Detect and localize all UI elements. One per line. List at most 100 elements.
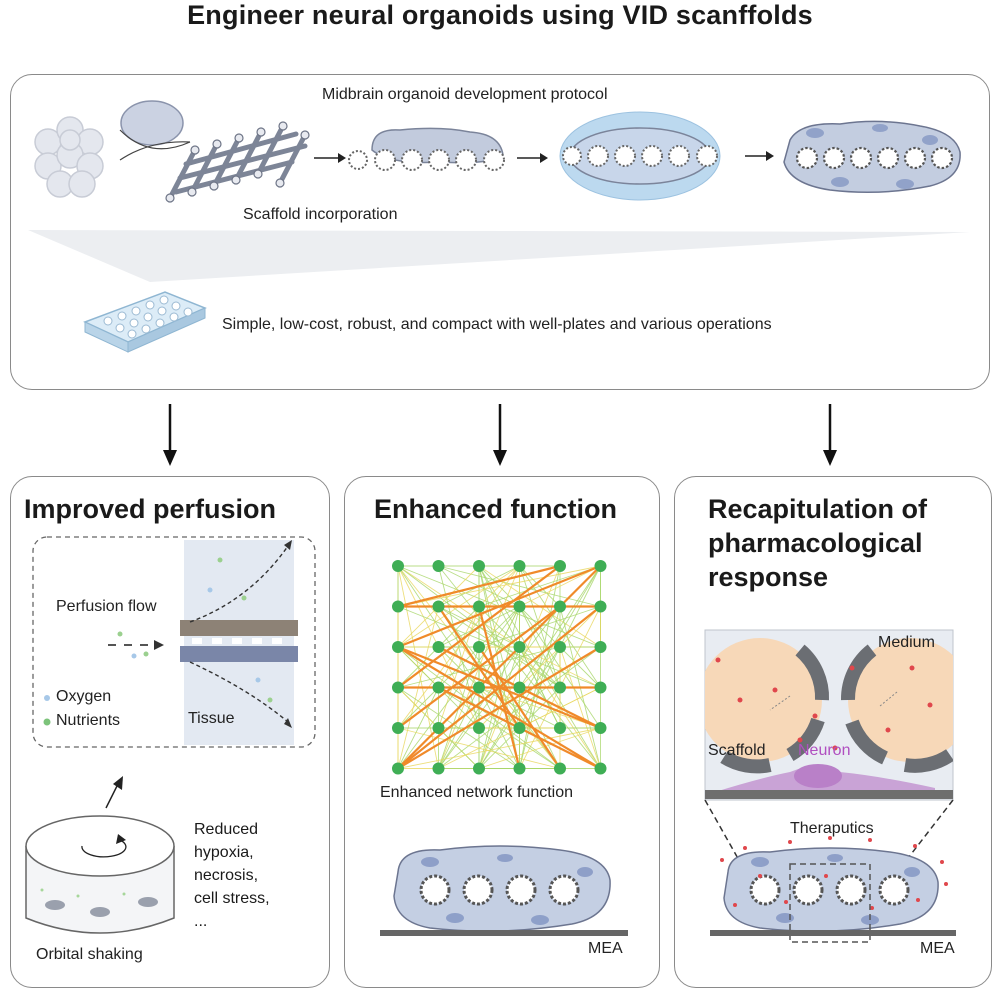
mature-organoid — [783, 120, 961, 193]
nutrients-marker — [43, 718, 51, 726]
network-edge — [397, 646, 439, 688]
network-node — [554, 600, 566, 613]
protocol-label: Midbrain organoid development protocol — [322, 86, 608, 103]
summary-label: Simple, low-cost, robust, and compact wi… — [222, 316, 772, 333]
arrow-down-icon — [493, 404, 507, 466]
figure-title: Engineer neural organoids using VID scan… — [187, 0, 813, 30]
reduced-line: ... — [194, 913, 208, 930]
network-edge — [438, 727, 480, 769]
perfusion-flow-label: Perfusion flow — [56, 598, 157, 615]
network-edge-strong — [397, 565, 602, 770]
network-node — [554, 560, 566, 572]
network-edge-strong — [437, 605, 521, 729]
function-title: Enhanced function — [374, 494, 617, 524]
scaffold-incorporation-label: Scaffold incorporation — [243, 206, 398, 223]
network-node — [594, 641, 607, 653]
network-node — [594, 560, 607, 572]
network-node — [473, 641, 485, 653]
network-edge-strong — [397, 564, 601, 649]
pharma-title-line: Recapitulation of — [708, 494, 928, 524]
network-node — [392, 641, 404, 653]
network-node — [594, 762, 607, 775]
network-edge-strong — [477, 606, 521, 769]
network-node — [392, 722, 404, 734]
network-edge — [519, 565, 601, 607]
oxygen-label: Oxygen — [56, 688, 112, 705]
network-node — [513, 560, 526, 572]
nutrients-label: Nutrients — [56, 712, 121, 729]
network-node — [473, 681, 485, 694]
network-edge — [397, 565, 601, 607]
network-edge — [397, 565, 480, 688]
arrow-down-icon — [823, 404, 837, 466]
network-node — [473, 560, 485, 572]
orbital-shaker-icon — [25, 815, 175, 934]
reduced-list: Reduced hypoxia, necrosis, cell stress, … — [194, 818, 270, 933]
tissue-label: Tissue — [188, 710, 235, 727]
pharma-title: Recapitulation of pharmacological respon… — [708, 492, 927, 594]
network-edge — [478, 565, 601, 607]
network-node — [392, 600, 404, 613]
network-edge-strong — [478, 646, 561, 770]
network-node — [473, 762, 485, 775]
scaffold-sheet-icon — [120, 100, 184, 146]
network-function-label: Enhanced network function — [380, 784, 574, 801]
network-node — [432, 641, 445, 653]
network-node — [432, 681, 445, 694]
network-node — [432, 762, 445, 775]
network-node — [554, 762, 566, 775]
cell-cluster-icon — [34, 116, 104, 198]
reduced-line: necrosis, — [194, 867, 259, 884]
network-edge — [397, 727, 601, 769]
arrow-right-icon — [517, 153, 548, 163]
medium-label: Medium — [878, 634, 935, 651]
oxygen-marker — [44, 695, 50, 701]
pharma-title-line: response — [708, 562, 829, 592]
perfusion-title: Improved perfusion — [24, 494, 277, 524]
network-edge — [519, 687, 561, 729]
network-node — [594, 600, 607, 613]
network-node — [392, 762, 404, 775]
mea-label-2: MEA — [920, 940, 955, 957]
protocol-illustration — [28, 100, 970, 466]
scaffold-label: Scaffold — [708, 742, 766, 759]
network-node — [594, 722, 607, 734]
network-node — [432, 722, 445, 734]
network-edge — [438, 606, 480, 648]
network-node — [392, 681, 404, 694]
network-node — [392, 560, 404, 572]
scaffold-lattice-icon — [167, 123, 308, 201]
network-node — [432, 600, 445, 613]
network-edge-strong — [397, 565, 561, 689]
orbital-shaking-label: Orbital shaking — [36, 946, 143, 963]
reduced-line: hypoxia, — [194, 844, 254, 861]
therapeutics-label: Theraputics — [790, 820, 874, 837]
arrow-down-icon — [163, 404, 177, 466]
network-node — [473, 722, 485, 734]
network-node — [473, 600, 485, 613]
network-node — [432, 560, 445, 572]
network-node — [554, 641, 566, 653]
network-edge — [397, 727, 561, 769]
mea-label-1: MEA — [588, 940, 623, 957]
pharma-title-line: pharmacological — [708, 528, 923, 558]
neuron-label: Neuron — [798, 742, 851, 759]
arrow-right-icon — [314, 153, 346, 163]
reduced-line: Reduced — [194, 821, 259, 838]
network-edge-strong — [397, 646, 602, 770]
network-node — [513, 722, 526, 734]
network-node — [554, 722, 566, 734]
reduced-line: cell stress, — [194, 890, 270, 907]
network-node — [594, 681, 607, 694]
network-edge — [438, 646, 480, 688]
network-node — [554, 681, 566, 694]
well-plate-icon — [83, 291, 207, 353]
network-edge-strong — [397, 564, 561, 608]
arrow-right-icon — [745, 151, 774, 161]
network-node — [513, 641, 526, 653]
network-node — [513, 762, 526, 775]
